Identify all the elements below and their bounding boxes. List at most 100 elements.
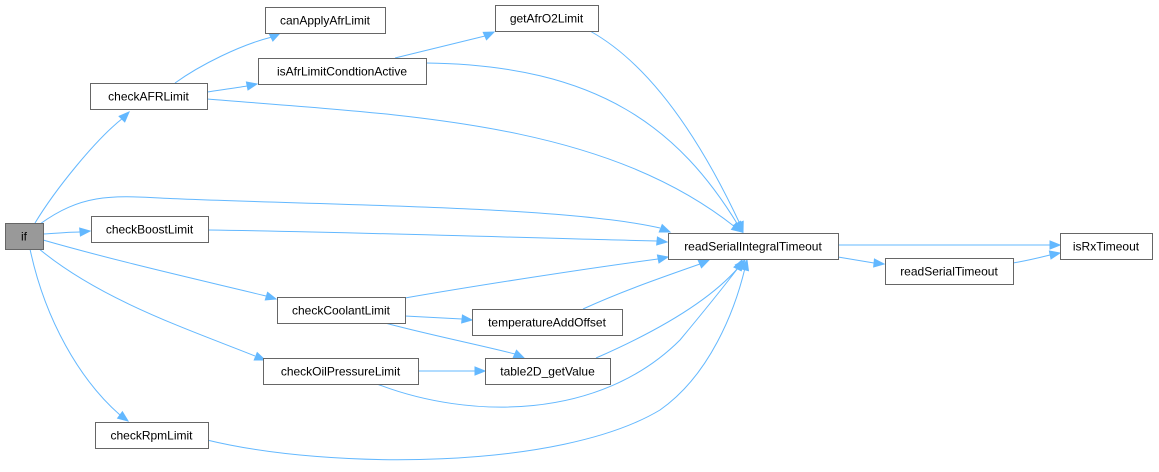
- node-label: table2D_getValue: [500, 365, 595, 379]
- edge-line: [1012, 254, 1051, 264]
- node-label: if: [21, 230, 28, 244]
- arrowhead-icon: [118, 111, 130, 123]
- node-label: checkBoostLimit: [106, 223, 194, 237]
- edge-line: [582, 263, 701, 310]
- node-label: getAfrO2Limit: [510, 12, 584, 26]
- node-canApplyAfrLimit[interactable]: canApplyAfrLimit: [265, 7, 386, 34]
- edge-line: [376, 267, 739, 408]
- node-box: [91, 216, 209, 243]
- node-label: checkOilPressureLimit: [281, 365, 401, 379]
- arrowhead-icon: [739, 258, 750, 272]
- node-box: [885, 258, 1014, 285]
- edge-checkRpmLimit-to-readSerialIntegralTimeout: [206, 258, 750, 461]
- node-isAfrLimitCondtionActive[interactable]: isAfrLimitCondtionActive: [258, 58, 427, 85]
- node-label: readSerialTimeout: [900, 265, 998, 279]
- edge-line: [37, 247, 256, 357]
- node-checkCoolantLimit[interactable]: checkCoolantLimit: [277, 297, 406, 324]
- edge-checkAFRLimit-to-readSerialIntegralTimeout: [206, 98, 744, 233]
- node-checkOilPressureLimit[interactable]: checkOilPressureLimit: [263, 358, 419, 385]
- node-label: isAfrLimitCondtionActive: [277, 65, 407, 79]
- node-label: readSerialIntegralTimeout: [684, 240, 822, 254]
- arrowhead-icon: [245, 81, 259, 91]
- edge-readSerialIntegralTimeout-to-readSerialTimeout: [837, 256, 886, 268]
- edge-if-to-readSerialIntegralTimeout: [39, 196, 672, 233]
- edge-line: [39, 196, 661, 229]
- arrowhead-icon: [1048, 250, 1062, 260]
- node-label: isRxTimeout: [1073, 240, 1140, 254]
- edge-if-to-checkCoolantLimit: [42, 239, 278, 301]
- edge-temperatureAddOffset-to-readSerialIntegralTimeout: [582, 259, 711, 310]
- edge-line: [206, 85, 248, 93]
- edge-readSerialTimeout-to-isRxTimeout: [1012, 250, 1062, 264]
- node-getAfrO2Limit[interactable]: getAfrO2Limit: [495, 5, 599, 32]
- node-checkBoostLimit[interactable]: checkBoostLimit: [91, 216, 209, 243]
- node-box: [90, 83, 208, 110]
- node-box: [263, 358, 419, 385]
- edge-isAfrLimitCondtionActive-to-readSerialIntegralTimeout: [425, 62, 743, 234]
- edge-line: [595, 267, 739, 359]
- edge-line: [837, 256, 875, 264]
- node-box: [1060, 233, 1153, 260]
- edge-checkCoolantLimit-to-temperatureAddOffset: [404, 314, 474, 324]
- arrowhead-icon: [268, 32, 282, 42]
- node-label: checkAFRLimit: [108, 90, 189, 104]
- node-temperatureAddOffset[interactable]: temperatureAddOffset: [472, 309, 623, 336]
- edge-if-to-checkAFRLimit: [34, 111, 130, 224]
- edge-checkCoolantLimit-to-table2D_getValue: [384, 322, 526, 359]
- node-if[interactable]: if: [5, 223, 44, 250]
- edge-getAfrO2Limit-to-readSerialIntegralTimeout: [589, 30, 744, 234]
- node-box: [265, 7, 386, 34]
- node-box: [472, 309, 623, 336]
- edge-if-to-checkRpmLimit: [29, 248, 130, 422]
- arrowhead-icon: [873, 258, 886, 268]
- arrowhead-icon: [658, 223, 672, 233]
- node-box: [668, 233, 839, 260]
- nodes-layer: if checkAFRLimit canApplyAfrLimit isAfrLimi…: [5, 5, 1153, 449]
- node-readSerialIntegralTimeout[interactable]: readSerialIntegralTimeout: [668, 233, 839, 260]
- node-label: checkRpmLimit: [110, 429, 193, 443]
- node-label: checkCoolantLimit: [292, 304, 391, 318]
- arrowhead-icon: [512, 349, 526, 359]
- arrowhead-icon: [656, 254, 670, 264]
- node-box: [485, 358, 611, 385]
- node-table2D_getValue[interactable]: table2D_getValue: [485, 358, 611, 385]
- edge-readSerialIntegralTimeout-to-isRxTimeout: [838, 240, 1062, 250]
- arrowhead-icon: [697, 259, 711, 269]
- edge-line: [174, 36, 273, 84]
- node-checkRpmLimit[interactable]: checkRpmLimit: [95, 422, 209, 449]
- arrowhead-icon: [656, 236, 669, 246]
- node-readSerialTimeout[interactable]: readSerialTimeout: [885, 258, 1014, 285]
- edge-checkAFRLimit-to-isAfrLimitCondtionActive: [206, 81, 259, 93]
- edge-line: [404, 258, 659, 299]
- edge-line: [42, 239, 267, 297]
- edge-line: [42, 231, 81, 235]
- edge-line: [394, 35, 486, 59]
- edge-checkBoostLimit-to-readSerialIntegralTimeout: [207, 229, 669, 246]
- node-checkAFRLimit[interactable]: checkAFRLimit: [90, 83, 208, 110]
- node-label: canApplyAfrLimit: [280, 14, 371, 28]
- edge-line: [589, 30, 741, 225]
- edge-line: [384, 322, 516, 355]
- edge-line: [425, 62, 739, 226]
- arrowhead-icon: [482, 31, 496, 41]
- arrowhead-icon: [79, 227, 92, 237]
- node-box: [5, 223, 44, 250]
- edge-line: [206, 267, 746, 461]
- arrowhead-icon: [734, 220, 744, 234]
- node-label: temperatureAddOffset: [488, 316, 607, 330]
- edge-line: [29, 248, 121, 416]
- edge-checkCoolantLimit-to-readSerialIntegralTimeout: [404, 254, 670, 299]
- arrowhead-icon: [461, 314, 474, 324]
- edge-line: [207, 229, 658, 242]
- edge-if-to-checkOilPressureLimit: [37, 247, 267, 361]
- edge-if-to-checkBoostLimit: [42, 227, 92, 237]
- node-isRxTimeout[interactable]: isRxTimeout: [1060, 233, 1153, 260]
- edge-line: [34, 117, 124, 224]
- arrowhead-icon: [474, 366, 487, 376]
- node-box: [277, 297, 406, 324]
- node-box: [258, 58, 427, 85]
- edges-layer: [29, 30, 1062, 461]
- node-box: [495, 5, 599, 32]
- edge-line: [404, 315, 463, 320]
